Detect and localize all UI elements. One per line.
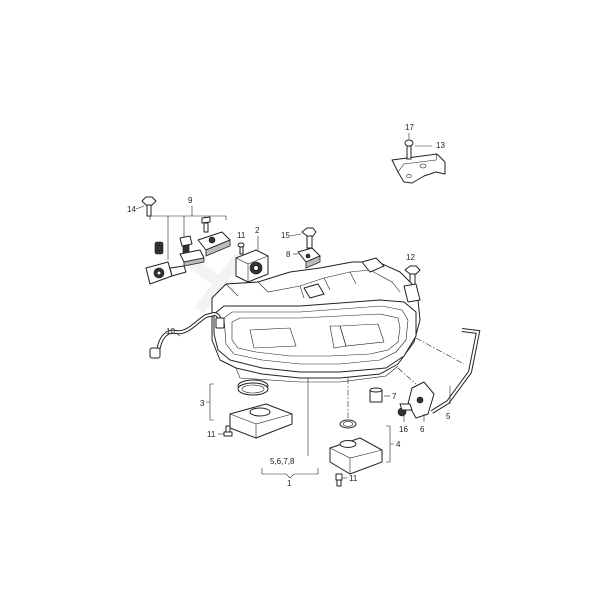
mounting-bracket-6[interactable] (407, 381, 435, 419)
callout-9: 9 (188, 196, 193, 205)
callout-15: 15 (281, 231, 290, 240)
control-unit-left[interactable] (229, 403, 293, 439)
adjuster-bracket[interactable] (197, 231, 231, 257)
screw-11-left[interactable] (223, 425, 233, 437)
callout-10: 10 (166, 327, 175, 336)
screw-14[interactable] (141, 196, 157, 217)
callout-5678: 5,6,7,8 (270, 457, 295, 466)
spring-clip[interactable] (154, 241, 164, 255)
callout-2: 2 (255, 226, 260, 235)
screw-11-bottom[interactable] (335, 473, 343, 487)
leveling-motor[interactable] (235, 249, 269, 283)
callout-14: 14 (127, 205, 136, 214)
callout-6: 6 (420, 425, 425, 434)
callout-16: 16 (399, 425, 408, 434)
screw-16[interactable] (397, 403, 413, 417)
clip-nut-8[interactable] (297, 247, 321, 269)
callout-4: 4 (396, 440, 401, 449)
adjuster-gear[interactable] (145, 261, 187, 285)
screw-9b[interactable] (201, 216, 211, 233)
callout-11-left: 11 (207, 430, 216, 439)
mounting-bracket[interactable] (391, 153, 446, 184)
seal-ring-3[interactable] (237, 379, 269, 396)
callout-8: 8 (286, 250, 291, 259)
callout-11-bottom: 11 (349, 474, 358, 483)
seal-ring-4[interactable] (339, 419, 357, 429)
callout-7: 7 (392, 392, 397, 401)
screw-15[interactable] (301, 227, 317, 249)
wiring-harness[interactable] (149, 311, 225, 359)
adjuster-block[interactable] (179, 249, 205, 267)
seal-strip[interactable] (430, 328, 481, 414)
dust-cap-7[interactable] (369, 387, 383, 403)
callout-3: 3 (200, 399, 205, 408)
headlamp-housing[interactable] (211, 257, 421, 383)
callout-5: 5 (446, 412, 451, 421)
control-unit-right[interactable] (329, 437, 383, 475)
callout-1: 1 (287, 479, 292, 488)
callout-11-top: 11 (237, 231, 246, 240)
callout-13: 13 (436, 141, 445, 150)
bracket-screw[interactable] (404, 139, 414, 160)
callout-17: 17 (405, 123, 414, 132)
callout-12: 12 (406, 253, 415, 262)
screw-11-top[interactable] (237, 242, 245, 255)
